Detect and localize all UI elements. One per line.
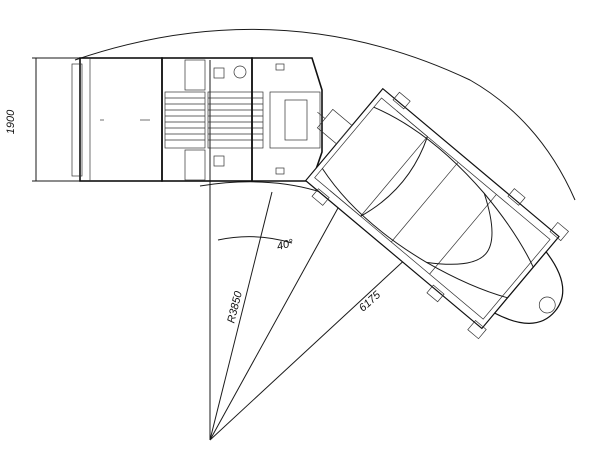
angle-arc: [217, 236, 293, 244]
truck-body: [71, 57, 323, 182]
width-label: 1900: [5, 109, 17, 134]
outer-radius-label: 6175: [357, 289, 384, 315]
grating-pattern: [165, 97, 263, 141]
width-dimension: [32, 57, 80, 182]
outer-sweep-arc: [74, 28, 576, 201]
construction-lines: [209, 60, 411, 441]
angle-label: 40°: [276, 237, 296, 253]
inner-radius-label: R3850: [225, 289, 245, 324]
mixer-drum: [304, 87, 569, 340]
